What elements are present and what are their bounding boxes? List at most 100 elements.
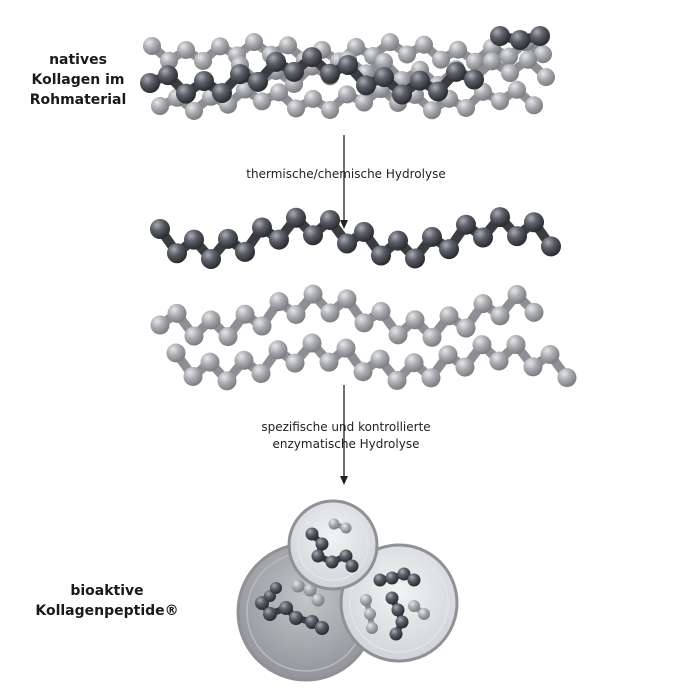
atom-bead bbox=[360, 594, 372, 606]
atom-bead bbox=[473, 335, 492, 354]
atom-bead bbox=[354, 222, 374, 242]
atom-bead bbox=[279, 36, 297, 54]
atom-bead bbox=[320, 210, 340, 230]
atom-bead bbox=[286, 208, 306, 228]
atom-bead bbox=[269, 230, 289, 250]
atom-bead bbox=[167, 344, 186, 363]
atom-bead bbox=[303, 225, 323, 245]
atom-bead bbox=[235, 242, 255, 262]
atom-bead bbox=[541, 345, 560, 364]
atom-bead bbox=[269, 340, 288, 359]
bioactive-label-line-2: Kollagenpeptide® bbox=[32, 601, 182, 621]
peptide-bubble bbox=[289, 501, 377, 589]
atom-bead bbox=[381, 33, 399, 51]
atom-bead bbox=[446, 62, 466, 82]
atom-bead bbox=[329, 519, 340, 530]
atom-bead bbox=[507, 335, 526, 354]
atom-bead bbox=[194, 71, 214, 91]
atom-bead bbox=[449, 41, 467, 59]
atom-bead bbox=[306, 528, 319, 541]
native-label-line-2: Kollagen im bbox=[18, 70, 138, 90]
atom-bead bbox=[372, 302, 391, 321]
atom-bead bbox=[315, 621, 329, 635]
atom-bead bbox=[312, 550, 325, 563]
atom-bead bbox=[253, 317, 272, 336]
atom-bead bbox=[405, 353, 424, 372]
atom-bead bbox=[457, 319, 476, 338]
atom-bead bbox=[236, 305, 255, 324]
atom-bead bbox=[501, 64, 519, 82]
atom-bead bbox=[508, 81, 526, 99]
atom-bead bbox=[263, 607, 277, 621]
atom-bead bbox=[388, 231, 408, 251]
atom-bead bbox=[321, 303, 340, 322]
atom-bead bbox=[321, 101, 339, 119]
atom-bead bbox=[338, 85, 356, 103]
atom-bead bbox=[389, 325, 408, 344]
atom-bead bbox=[284, 62, 304, 82]
enzymatic-hydrolysis-label: spezifische und kontrollierte enzymatisc… bbox=[196, 419, 496, 453]
atom-bead bbox=[248, 72, 268, 92]
atom-bead bbox=[491, 306, 510, 325]
atom-bead bbox=[524, 357, 543, 376]
atom-bead bbox=[252, 364, 271, 383]
atom-bead bbox=[439, 239, 459, 259]
bioactive-peptide-circles bbox=[238, 501, 457, 680]
atom-bead bbox=[140, 73, 160, 93]
atom-bead bbox=[289, 611, 303, 625]
atom-bead bbox=[490, 26, 510, 46]
atom-bead bbox=[500, 48, 518, 66]
step2-label-line-1: spezifische und kontrollierte bbox=[196, 419, 496, 436]
atom-bead bbox=[218, 371, 237, 390]
atom-bead bbox=[456, 215, 476, 235]
atom-bead bbox=[519, 51, 537, 69]
native-label-line-1: natives bbox=[18, 50, 138, 70]
atom-bead bbox=[457, 99, 475, 117]
atom-bead bbox=[194, 52, 212, 70]
atom-bead bbox=[428, 81, 448, 101]
atom-bead bbox=[525, 96, 543, 114]
atom-bead bbox=[423, 328, 442, 347]
atom-bead bbox=[341, 523, 352, 534]
atom-bead bbox=[525, 303, 544, 322]
atom-bead bbox=[423, 101, 441, 119]
atom-bead bbox=[184, 367, 203, 386]
atom-bead bbox=[415, 36, 433, 54]
atom-bead bbox=[279, 601, 293, 615]
atom-bead bbox=[558, 368, 577, 387]
atom-bead bbox=[510, 30, 530, 50]
atom-bead bbox=[355, 313, 374, 332]
atom-bead bbox=[405, 248, 425, 268]
atom-bead bbox=[337, 233, 357, 253]
atom-bead bbox=[338, 55, 358, 75]
atom-bead bbox=[337, 339, 356, 358]
atom-bead bbox=[439, 345, 458, 364]
atom-bead bbox=[176, 84, 196, 104]
atom-bead bbox=[252, 218, 272, 238]
atom-bead bbox=[185, 102, 203, 120]
atom-bead bbox=[474, 294, 493, 313]
atom-bead bbox=[386, 572, 399, 585]
atom-bead bbox=[432, 51, 450, 69]
bioactive-label-line-1: bioaktive bbox=[32, 581, 182, 601]
atom-bead bbox=[303, 334, 322, 353]
atom-bead bbox=[211, 37, 229, 55]
atom-bead bbox=[292, 580, 305, 593]
atom-bead bbox=[201, 353, 220, 372]
atom-bead bbox=[302, 47, 322, 67]
atom-bead bbox=[245, 33, 263, 51]
hydrolysed-collagen-strands bbox=[150, 207, 577, 390]
atom-bead bbox=[286, 354, 305, 373]
atom-bead bbox=[316, 538, 329, 551]
atom-bead bbox=[235, 351, 254, 370]
atom-bead bbox=[371, 350, 390, 369]
atom-bead bbox=[388, 371, 407, 390]
atom-bead bbox=[464, 70, 484, 90]
thermal-hydrolysis-label: thermische/chemische Hydrolyse bbox=[196, 166, 496, 183]
strand-dark bbox=[150, 207, 561, 269]
atom-bead bbox=[483, 52, 501, 70]
atom-bead bbox=[396, 616, 409, 629]
atom-bead bbox=[490, 352, 509, 371]
atom-bead bbox=[356, 75, 376, 95]
